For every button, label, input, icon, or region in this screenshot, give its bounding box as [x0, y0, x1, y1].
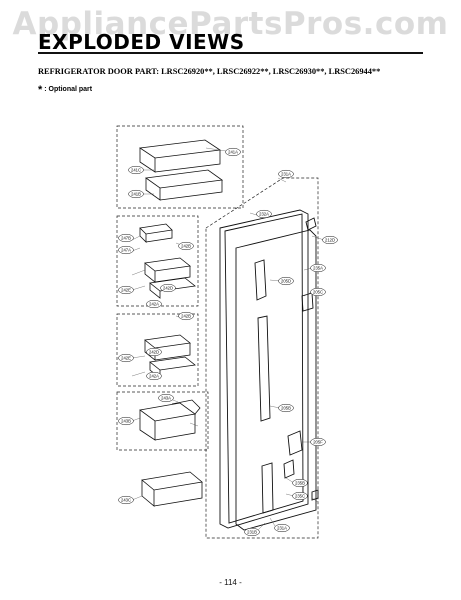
box-mid-bin	[116, 313, 199, 387]
callout-241b: 241B	[128, 189, 144, 199]
door-gasket	[219, 209, 309, 529]
optional-star: *	[38, 84, 43, 96]
callout-241c: 241C	[128, 165, 144, 175]
callout-242b-2: 242B	[178, 311, 194, 321]
callout-243b: 243B	[118, 416, 134, 426]
exploded-diagram-svg: 241A 241C 241B 231A 232A 212D 247B 247A …	[116, 125, 338, 539]
callout-212d: 212D	[322, 235, 338, 245]
egg-tray-and-bins	[139, 223, 196, 299]
callout-243a: 243A	[158, 393, 174, 403]
svg-text:212D: 212D	[325, 238, 335, 243]
svg-text:205C: 205C	[313, 290, 323, 295]
callouts: 241A 241C 241B 231A 232A 212D 247B 247A …	[118, 147, 338, 537]
callout-232a: 232A	[256, 209, 272, 219]
callout-242a: 242A	[146, 299, 162, 309]
watermark: AppliancePartsPros.com	[12, 6, 449, 42]
callout-205d: 205D	[278, 276, 294, 286]
callout-242d-2: 242D	[146, 347, 162, 357]
callout-205c: 205C	[310, 287, 326, 297]
svg-text:235B: 235B	[295, 481, 305, 486]
svg-text:241A: 241A	[228, 150, 238, 155]
svg-text:242B: 242B	[181, 314, 191, 319]
svg-text:242A: 242A	[149, 302, 159, 307]
svg-text:242D: 242D	[149, 350, 159, 355]
svg-text:243B: 243B	[121, 419, 131, 424]
group-boxes	[116, 125, 319, 539]
callout-242a-2: 242A	[146, 371, 162, 381]
callout-242d: 242D	[160, 283, 176, 293]
svg-text:205B: 205B	[281, 406, 291, 411]
callout-242b: 242B	[178, 241, 194, 251]
page-title: EXPLODED VIEWS	[38, 30, 245, 54]
callout-231a: 231A	[278, 169, 294, 179]
door-liner	[235, 217, 319, 531]
svg-text:242B: 242B	[181, 244, 191, 249]
dispenser-bin	[139, 399, 201, 441]
callout-205b: 205B	[278, 403, 294, 413]
svg-text:242A: 242A	[149, 374, 159, 379]
callout-231a-2: 231A	[274, 523, 290, 533]
svg-text:231A: 231A	[277, 526, 287, 531]
svg-text:242E: 242E	[121, 288, 131, 293]
svg-text:247B: 247B	[121, 236, 131, 241]
callout-235a: 235A	[310, 263, 326, 273]
svg-text:241C: 241C	[131, 168, 141, 173]
callout-242e-2: 242E	[118, 353, 134, 363]
svg-text:231B: 231B	[247, 530, 257, 535]
title-rule	[38, 52, 423, 54]
svg-text:242D: 242D	[163, 286, 173, 291]
door-outline	[205, 177, 319, 539]
svg-text:235C: 235C	[295, 494, 305, 499]
callout-235c: 235C	[292, 491, 308, 501]
callout-247b: 247B	[118, 233, 134, 243]
door-part-subtitle: REFRIGERATOR DOOR PART: LRSC26920**, LRS…	[38, 67, 381, 76]
svg-text:243C: 243C	[121, 498, 131, 503]
box-egg-bin	[116, 215, 199, 307]
bottom-bin	[141, 471, 203, 507]
callout-243c: 243C	[118, 495, 134, 505]
mid-bins	[144, 334, 196, 379]
callout-247a: 247A	[118, 245, 134, 255]
svg-text:235A: 235A	[313, 266, 323, 271]
optional-note-text: : Optional part	[44, 86, 93, 93]
svg-text:242E: 242E	[121, 356, 131, 361]
callout-241a: 241A	[225, 147, 241, 157]
svg-text:205D: 205D	[281, 279, 291, 284]
optional-part-note: *: Optional part	[38, 84, 92, 96]
svg-text:247A: 247A	[121, 248, 131, 253]
box-top-bin	[116, 125, 244, 209]
callout-242e: 242E	[118, 285, 134, 295]
svg-text:241B: 241B	[131, 192, 141, 197]
box-dispenser-bin	[116, 391, 209, 451]
callout-235b: 235B	[292, 478, 308, 488]
svg-text:232A: 232A	[259, 212, 269, 217]
svg-text:243A: 243A	[161, 396, 171, 401]
page-number: - 114 -	[219, 578, 242, 587]
callout-231b: 231B	[244, 527, 260, 537]
exploded-diagram: 241A 241C 241B 231A 232A 212D 247B 247A …	[80, 118, 380, 550]
svg-text:231A: 231A	[281, 172, 291, 177]
callout-205f: 205F	[310, 437, 326, 447]
svg-text:205F: 205F	[313, 440, 323, 445]
top-bin	[138, 139, 224, 201]
